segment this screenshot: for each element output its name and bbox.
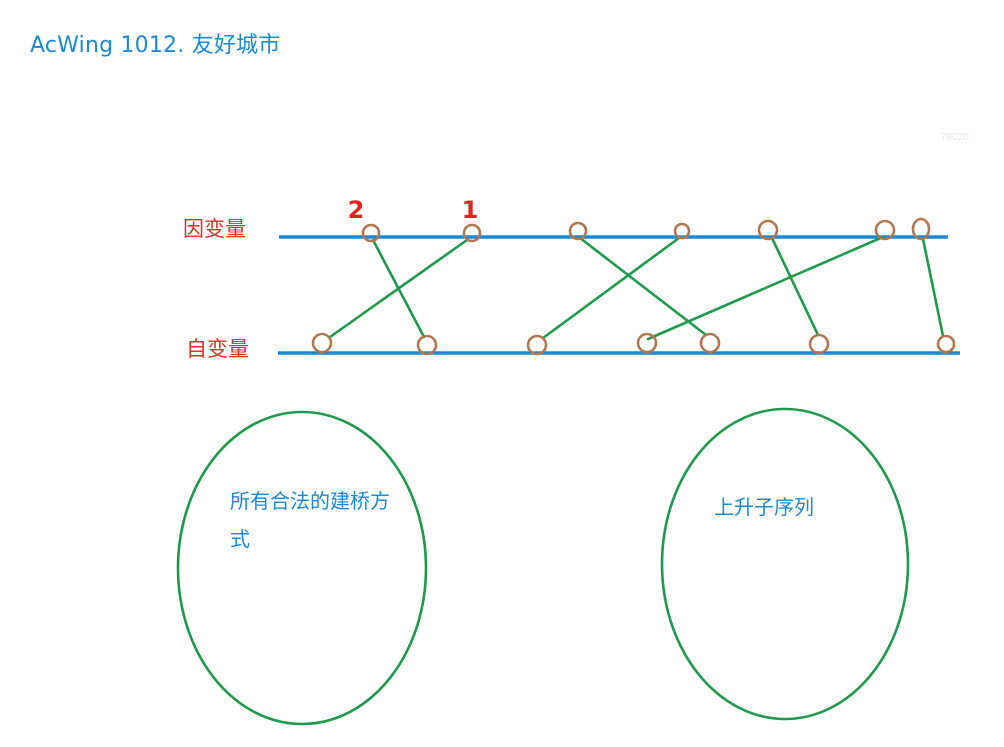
dependent-city-node (568, 221, 588, 241)
bridge-edge (541, 236, 681, 340)
dependent-city-node (911, 217, 931, 241)
legal-bridge-set-label: 所有合法的建桥方式 (230, 489, 390, 551)
independent-city-node (526, 334, 548, 356)
independent-city-node (936, 334, 956, 354)
set-ellipses (176, 407, 910, 726)
dependent-variable-label: 因变量 (183, 217, 246, 241)
order-annotation: 2 (348, 196, 365, 224)
bridge-edge (770, 236, 820, 337)
independent-variable-label: 自变量 (186, 337, 249, 361)
dependent-city-node (673, 222, 691, 240)
dependent-city-node (874, 219, 896, 241)
independent-city-node (311, 332, 333, 354)
independent-city-node (636, 332, 658, 354)
independent-city-node (699, 332, 721, 354)
page-title: AcWing 1012. 友好城市 (30, 33, 281, 58)
city-nodes (311, 217, 956, 356)
independent-city-node (416, 334, 438, 356)
bridge-edge (578, 236, 708, 337)
axis-lines (278, 235, 960, 355)
legal-bridge-set-ellipse (176, 410, 428, 726)
ascending-subsequence-set-label: 上升子序列 (714, 495, 814, 519)
bridge-edges (328, 235, 945, 341)
dependent-city-node (462, 223, 482, 243)
ascending-subsequence-set-ellipse (660, 407, 910, 721)
bridge-edge (328, 238, 469, 339)
independent-city-node (808, 333, 830, 355)
order-annotation: 1 (462, 196, 479, 224)
watermark: 78020 (941, 132, 969, 143)
dependent-city-node (757, 219, 779, 241)
bridge-edge (646, 235, 885, 341)
dependent-city-node (361, 223, 381, 243)
bridge-edge (921, 237, 945, 338)
